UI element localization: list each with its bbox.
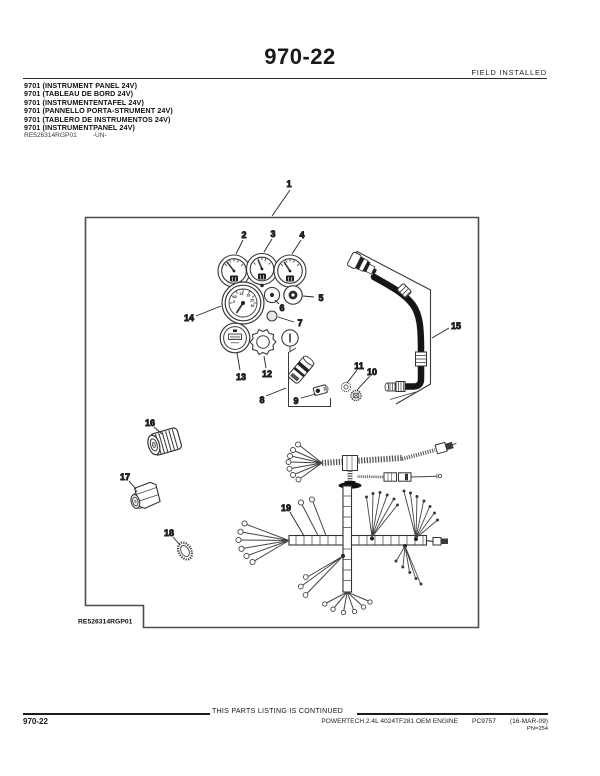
part-panel-nut-12: [249, 329, 277, 355]
ignition-switch-9: [288, 355, 329, 396]
part-grommet-5: [283, 285, 303, 305]
footer-continued-text: THIS PARTS LISTING IS CONTINUED: [212, 707, 344, 715]
svg-text:9: 9: [293, 396, 298, 406]
callout-7: 7: [277, 316, 303, 328]
key-switch-face: [281, 329, 299, 352]
wiring-harness-19: [235, 441, 457, 616]
callout-15: 15: [431, 321, 461, 339]
callout-3: 3: [263, 229, 276, 253]
part-desc-line: 9701 (INSTRUMENTENTAFEL 24V): [24, 97, 144, 107]
page-title: 970-22: [264, 44, 336, 69]
svg-text:15: 15: [240, 292, 244, 296]
footer-rule-left: [23, 713, 210, 716]
svg-text:2: 2: [241, 230, 246, 240]
svg-text:18: 18: [164, 528, 174, 538]
footer-engine-name: POWERTECH 2.4L 4024TF281 OEM ENGINE: [321, 717, 459, 725]
fitting-17: [130, 481, 161, 509]
svg-text:13: 13: [236, 372, 246, 382]
svg-text:3: 3: [270, 229, 275, 239]
footer-publication-info: POWERTECH 2.4L 4024TF281 OEM ENGINE PC975…: [321, 718, 548, 725]
svg-text:12: 12: [262, 369, 272, 379]
figure-caption: RE526314RGP01 -UN-: [24, 132, 107, 139]
callout-19: 19: [281, 503, 305, 537]
callout-10: 10: [356, 367, 377, 391]
footer-pn: PN=254: [526, 726, 548, 732]
header-rule: [23, 77, 547, 80]
svg-text:5: 5: [233, 300, 235, 304]
field-installed-label: FIELD INSTALLED: [471, 68, 547, 77]
svg-text:6: 6: [279, 303, 284, 313]
svg-text:10: 10: [367, 367, 377, 377]
callout-12: 12: [262, 355, 272, 379]
part-cap-7: [266, 310, 278, 322]
callout-9: 9: [293, 393, 317, 406]
callout-14: 14: [184, 305, 222, 323]
footer-catalog-number: PC9757: [472, 717, 496, 725]
nut-10: [350, 389, 362, 402]
callout-17: 17: [120, 472, 137, 490]
figure-image-label: RE526314RGP01: [78, 619, 133, 626]
lock-washer-18: [176, 541, 194, 561]
washer-11: [340, 381, 352, 393]
part-bulb-6: [263, 286, 281, 304]
svg-text:14: 14: [184, 313, 194, 323]
callout-1: 1: [271, 179, 292, 217]
svg-text:5: 5: [318, 293, 323, 303]
part-desc-line: 9701 (TABLERO DE INSTRUMENTOS 24V): [24, 114, 171, 124]
svg-text:19: 19: [281, 503, 291, 513]
gauge-voltmeter: [273, 254, 307, 290]
footer-page-number: 970-22: [23, 717, 48, 726]
svg-text:8: 8: [259, 395, 264, 405]
svg-text:16: 16: [145, 418, 155, 428]
callout-4: 4: [291, 230, 305, 255]
callout-11: 11: [346, 361, 364, 384]
bracket-8: [288, 347, 331, 407]
footer-rule-right: [357, 713, 548, 716]
callout-16: 16: [145, 418, 163, 435]
figure-frame: [84, 216, 480, 629]
callout-2: 2: [235, 230, 247, 255]
svg-text:17: 17: [120, 472, 130, 482]
svg-text:1: 1: [286, 179, 291, 189]
svg-text:15: 15: [451, 321, 461, 331]
callout-5: 5: [302, 293, 324, 303]
svg-text:4: 4: [299, 230, 304, 240]
svg-text:7: 7: [297, 318, 302, 328]
svg-text:20: 20: [247, 294, 251, 298]
part-desc-line: 9701 (PANNELLO PORTA-STRUMENT 24V): [24, 106, 173, 115]
svg-text:10: 10: [233, 295, 237, 299]
svg-text:25: 25: [250, 298, 254, 302]
part-description-list: 9701 (INSTRUMENT PANEL 24V) 9701 (TABLEA…: [24, 80, 173, 133]
part-desc-line: 9701 (INSTRUMENT PANEL 24V): [24, 80, 138, 90]
figure-caption-un: -UN-: [92, 131, 107, 139]
callout-8: 8: [259, 387, 287, 405]
callout-18: 18: [164, 528, 181, 546]
part-desc-line: 9701 (INSTRUMENTPANEL 24V): [24, 123, 135, 132]
callout-13: 13: [236, 352, 246, 382]
gauge-hourmeter: [219, 322, 251, 354]
battery-cable-15: [346, 250, 432, 405]
connector-16: [147, 427, 183, 456]
figure-caption-id: RE526314RGP01: [24, 131, 77, 139]
footer-date: (16-MAR-09): [509, 717, 548, 725]
svg-text:11: 11: [354, 361, 364, 371]
svg-text:30: 30: [251, 304, 255, 308]
gauge-fuel: [245, 252, 279, 288]
part-desc-line: 9701 (TABLEAU DE BORD 24V): [24, 89, 134, 98]
callout-6: 6: [274, 299, 285, 313]
